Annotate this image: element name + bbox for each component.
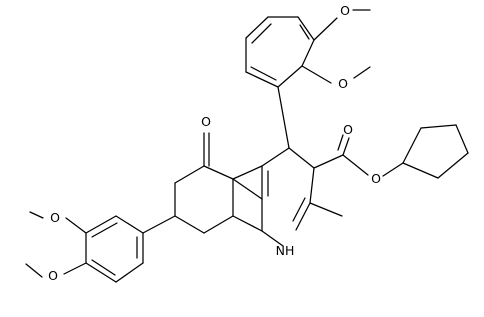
methoxy-group-lower-lower xyxy=(25,262,87,278)
c2-methyl-bond xyxy=(309,202,343,217)
ester-group xyxy=(313,134,404,177)
methoxy-group-upper xyxy=(301,65,371,84)
methoxy-group-top xyxy=(313,9,371,41)
dimethoxyphenyl-ring-upper xyxy=(245,16,315,88)
c4-aryl-bond xyxy=(277,86,290,149)
dimethoxyphenyl-ring-lower xyxy=(85,215,144,283)
atom-label-nh: NH xyxy=(276,243,295,258)
atom-label-o-ketone: O xyxy=(201,114,211,129)
methoxy-group-lower-upper xyxy=(29,211,87,234)
cyclopentyl-ring xyxy=(402,124,469,179)
atom-label-o-methoxy-upper-right: O xyxy=(338,76,348,91)
atom-label-o-methoxy-top-right: O xyxy=(340,3,350,18)
quinolinone-core xyxy=(174,132,315,247)
atom-label-o-ester-alkoxy: O xyxy=(371,171,381,186)
c7-aryl-bond xyxy=(142,215,176,234)
atom-label-o-methoxy-lower-left-upper: O xyxy=(50,210,60,225)
atom-label-o-methoxy-lower-left-lower: O xyxy=(48,268,58,283)
atom-label-o-ester-carbonyl: O xyxy=(343,122,353,137)
